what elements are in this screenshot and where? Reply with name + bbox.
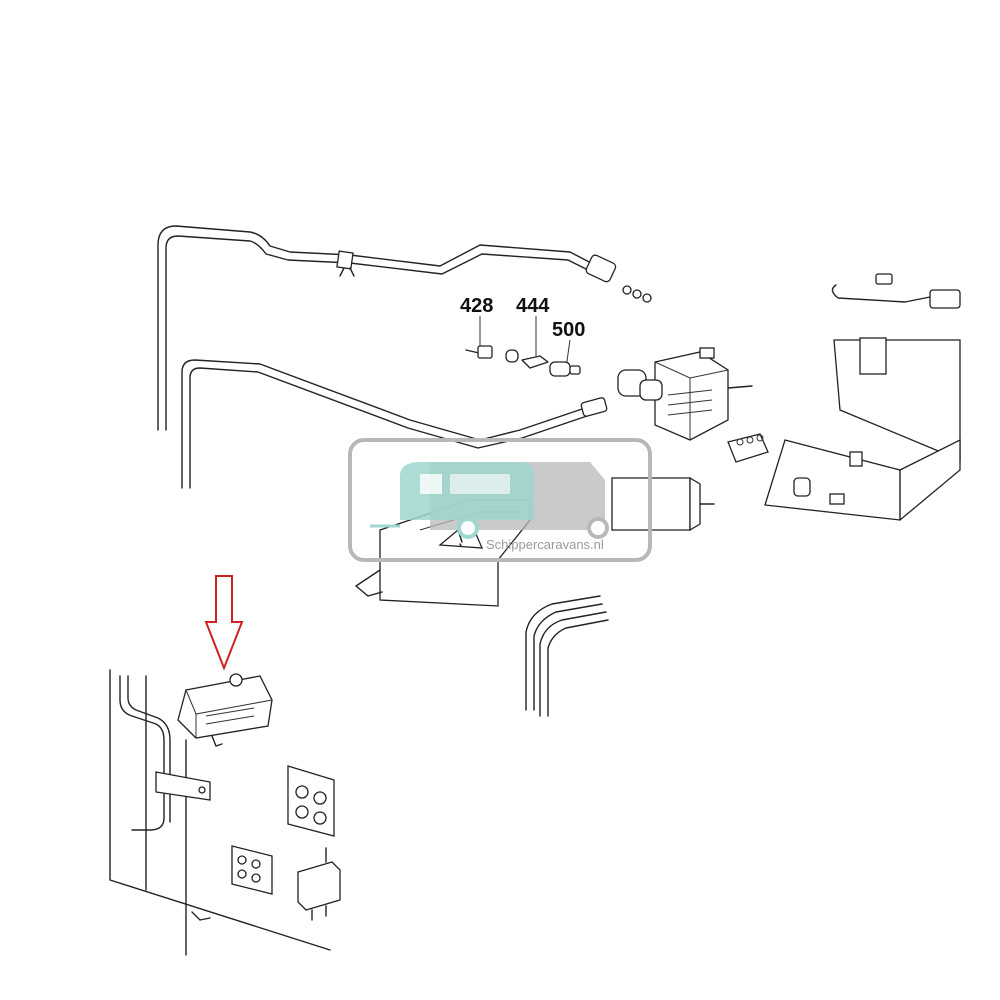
part-label-444: 444 xyxy=(516,295,550,317)
part-label-500: 500 xyxy=(552,319,585,341)
lower-gas-pipe xyxy=(181,359,608,489)
highlighted-relay-box xyxy=(177,673,273,747)
upper-gas-pipe xyxy=(157,225,652,431)
lower-tubes xyxy=(525,595,609,717)
lower-panel xyxy=(109,669,341,956)
motor-unit xyxy=(611,476,715,532)
small-parts-group xyxy=(465,316,581,377)
part-label-428: 428 xyxy=(460,295,493,317)
red-arrow-icon xyxy=(204,575,244,671)
gas-valve-assembly xyxy=(617,347,753,441)
control-board xyxy=(764,273,961,521)
watermark-text: Schippercaravans.nl xyxy=(486,537,604,552)
terminal-block xyxy=(727,433,769,463)
watermark-logo xyxy=(348,438,652,562)
